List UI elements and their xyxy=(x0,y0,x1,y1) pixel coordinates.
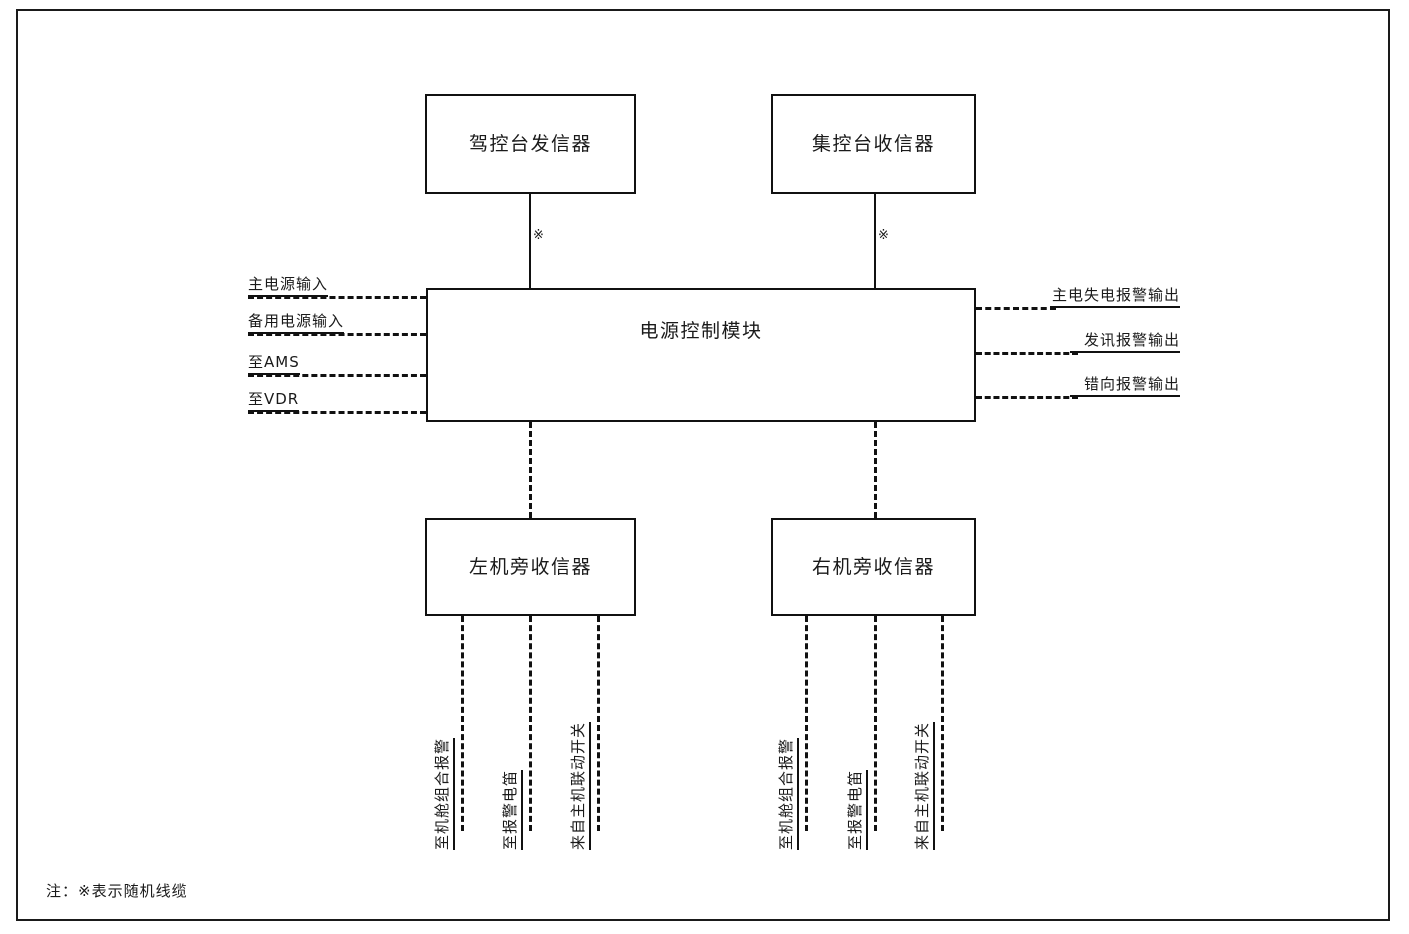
connector-ecr-to-power xyxy=(874,194,876,288)
connector-power-to-port-receiver xyxy=(529,422,532,518)
node-starboard-side-receiver-label: 右机旁收信器 xyxy=(811,555,935,578)
port-label-wrong-direction-alarm-output: 错向报警输出 xyxy=(1070,377,1180,397)
port-label-to-engine-room-combined-alarm-right: 至机舱组合报警 xyxy=(777,737,799,850)
port-label-main-power-loss-alarm-output: 主电失电报警输出 xyxy=(1050,288,1180,308)
connector-port-side-lead-1 xyxy=(529,616,532,831)
connector-right-port-2 xyxy=(976,396,1078,399)
connector-right-port-0 xyxy=(976,307,1056,310)
port-label-to-ams: 至AMS xyxy=(248,355,300,375)
connector-right-port-1 xyxy=(976,352,1078,355)
connector-left-port-0 xyxy=(248,296,426,299)
port-label-backup-power-input: 备用电源输入 xyxy=(248,314,345,334)
connector-port-side-lead-0 xyxy=(461,616,464,831)
node-bridge-transmitter[interactable]: 驾控台发信器 xyxy=(425,94,636,194)
connector-starboard-side-lead-2 xyxy=(941,616,944,831)
footer-note: 注：※表示随机线缆 xyxy=(46,882,188,900)
node-ecr-receiver-label: 集控台收信器 xyxy=(811,132,935,155)
port-label-main-power-input: 主电源输入 xyxy=(248,277,329,297)
connector-bridge-to-power xyxy=(529,194,531,288)
port-label-to-engine-room-combined-alarm-left: 至机舱组合报警 xyxy=(433,737,455,850)
connector-power-to-starboard-receiver xyxy=(874,422,877,518)
connector-left-port-2 xyxy=(248,374,426,377)
node-power-control-module-label: 电源控制模块 xyxy=(639,319,763,342)
random-cable-mark-icon-ecr: ※ xyxy=(878,228,889,243)
node-bridge-transmitter-label: 驾控台发信器 xyxy=(468,132,592,155)
node-port-side-receiver[interactable]: 左机旁收信器 xyxy=(425,518,636,616)
connector-starboard-side-lead-0 xyxy=(805,616,808,831)
port-label-from-main-engine-interlock-switch-right: 来自主机联动开关 xyxy=(913,721,935,850)
node-power-control-module[interactable]: 电源控制模块 xyxy=(426,288,976,422)
node-port-side-receiver-label: 左机旁收信器 xyxy=(468,555,592,578)
port-label-from-main-engine-interlock-switch-left: 来自主机联动开关 xyxy=(569,721,591,850)
connector-left-port-1 xyxy=(248,333,426,336)
node-starboard-side-receiver[interactable]: 右机旁收信器 xyxy=(771,518,976,616)
port-label-to-alarm-horn-right: 至报警电笛 xyxy=(846,769,868,850)
node-ecr-receiver[interactable]: 集控台收信器 xyxy=(771,94,976,194)
port-label-transmit-alarm-output: 发讯报警输出 xyxy=(1070,333,1180,353)
connector-left-port-3 xyxy=(248,411,426,414)
connector-starboard-side-lead-1 xyxy=(874,616,877,831)
port-label-to-vdr: 至VDR xyxy=(248,392,300,412)
port-label-to-alarm-horn-left: 至报警电笛 xyxy=(501,769,523,850)
random-cable-mark-icon-bridge: ※ xyxy=(533,228,544,243)
page-border-frame xyxy=(16,9,1390,921)
connector-port-side-lead-2 xyxy=(597,616,600,831)
